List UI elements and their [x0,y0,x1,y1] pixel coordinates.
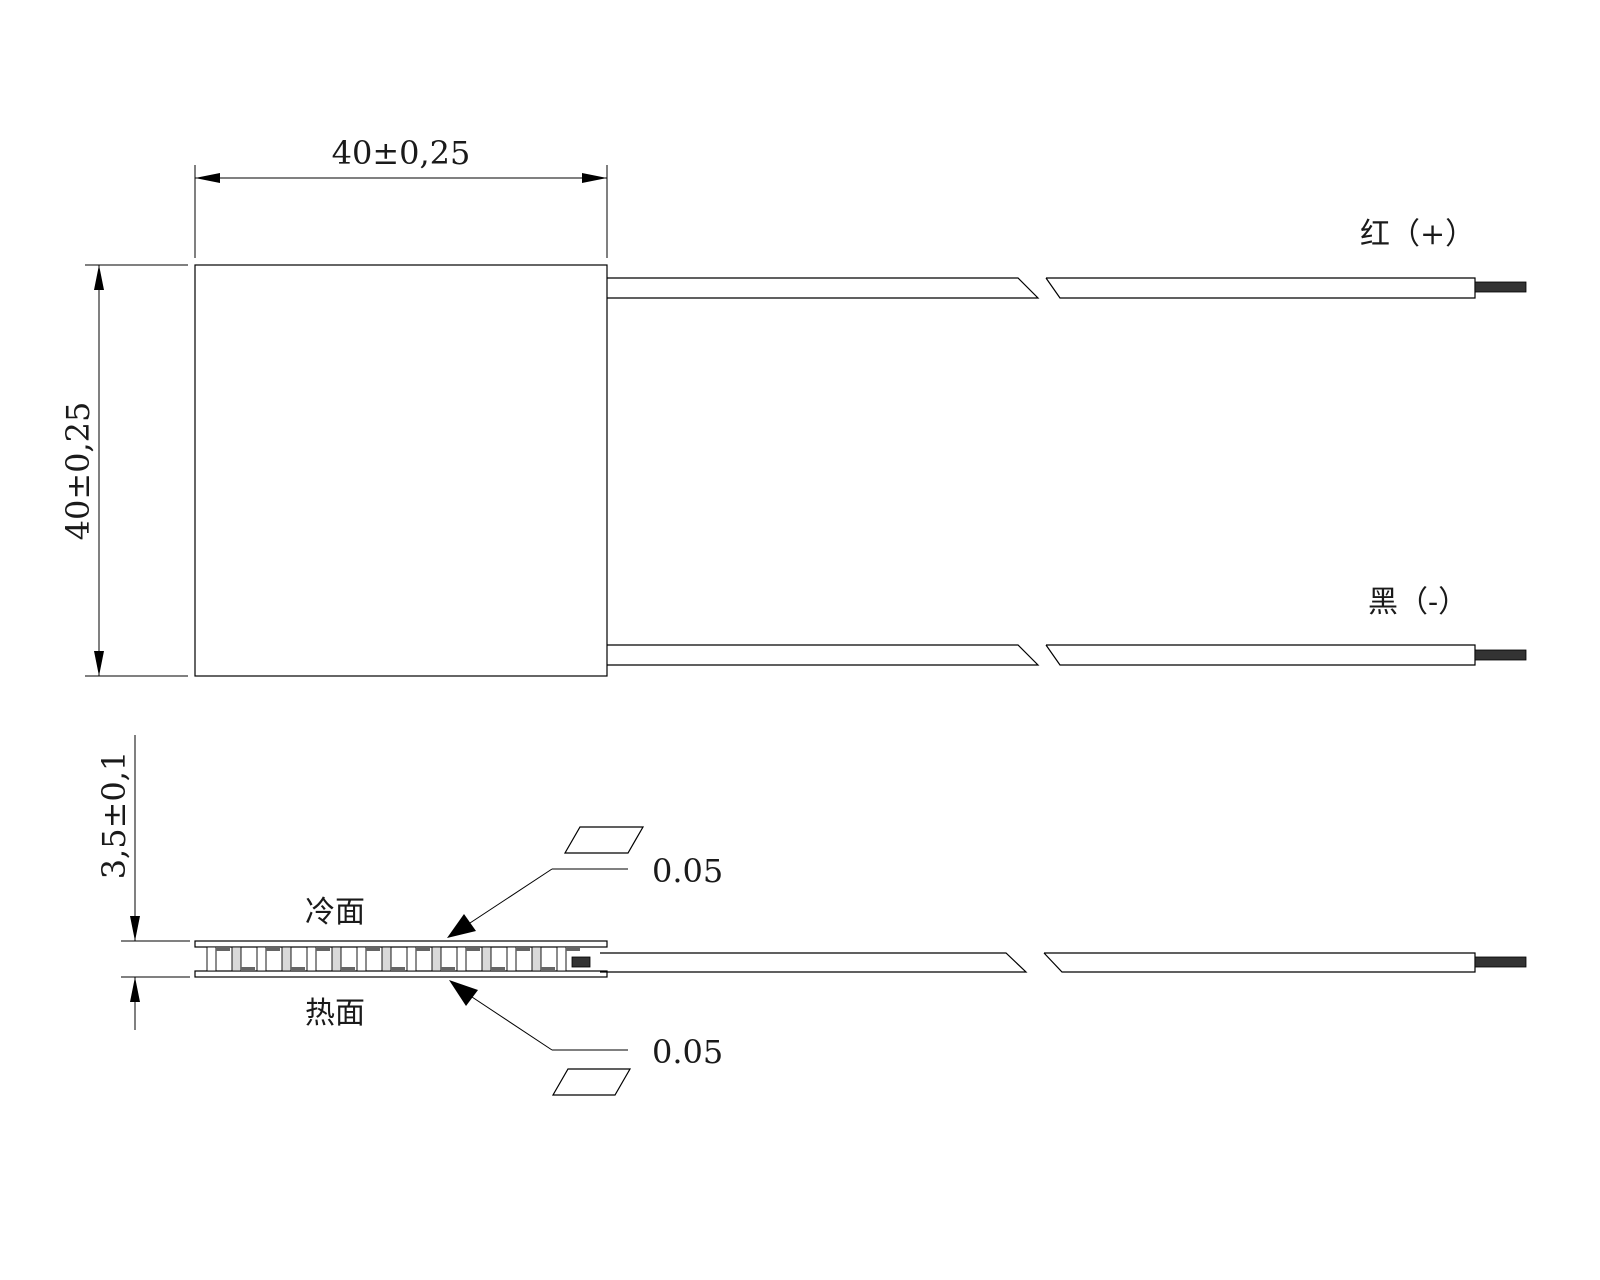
height-dimension-text: 40±0,25 [59,402,97,541]
thermoelectric-pellet [256,946,267,972]
flatness-symbol-bottom [551,1068,632,1096]
thermoelectric-pellet [281,946,292,972]
flatness-callout-bottom: 0.05 [449,980,723,1096]
pellet-strap [466,947,480,951]
thermoelectric-pellet [431,946,442,972]
height-dimension: 40±0,25 [59,264,188,677]
thickness-dimension: 3,5±0,1 [95,735,190,1030]
pellet-strap [416,947,430,951]
pellet-array [206,946,580,972]
positive-wire: 红（+） [607,217,1527,299]
thermoelectric-pellet [556,946,567,972]
pellet-strap [491,967,505,971]
side-view: 3,5±0,1 冷面 热面 0.05 0.05 [95,735,1527,1096]
hot-side-label: 热面 [305,996,365,1031]
cold-side-plate [194,940,608,948]
pellet-strap [216,947,230,951]
flatness-callout-top: 0.05 [447,826,723,938]
thermoelectric-pellet [531,946,542,972]
negative-wire-label: 黑（-） [1368,585,1468,620]
thermoelectric-pellet [331,946,342,972]
side-view-wire [600,952,1527,973]
pellet-strap [266,947,280,951]
positive-lead-tip [1474,281,1527,293]
positive-wire-label: 红（+） [1360,217,1475,252]
thermoelectric-pellet [306,946,317,972]
pellet-strap [441,967,455,971]
pellet-strap [241,967,255,971]
pellet-strap [566,947,580,951]
width-dimension: 40±0,25 [194,134,608,258]
negative-wire: 黑（-） [607,585,1527,666]
thermoelectric-pellet [206,946,217,972]
thermoelectric-pellet [406,946,417,972]
hot-side-plate [194,970,608,978]
pellet-strap [541,967,555,971]
thermoelectric-pellet [456,946,467,972]
width-dimension-text: 40±0,25 [332,134,471,172]
top-view: 40±0,25 40±0,25 红（+） 黑（-） [59,134,1527,677]
negative-lead-tip [1474,649,1527,661]
pellet-strap [516,947,530,951]
pellet-strap [366,947,380,951]
thermoelectric-pellet [506,946,517,972]
thermoelectric-pellet [356,946,367,972]
pellet-strap [341,967,355,971]
pellet-strap [291,967,305,971]
thermoelectric-pellet [481,946,492,972]
pellet-strap [316,947,330,951]
thickness-dimension-text: 3,5±0,1 [95,751,133,880]
thermoelectric-pellet [231,946,242,972]
module-body-top-view [194,264,608,677]
thermoelectric-pellet [381,946,392,972]
flatness-value-bottom: 0.05 [652,1033,723,1071]
flatness-value-top: 0.05 [652,852,723,890]
lead-junction [571,956,591,968]
flatness-symbol-top [563,826,645,854]
cold-side-label: 冷面 [305,895,365,930]
side-lead-tip [1474,956,1527,968]
pellet-strap [391,967,405,971]
